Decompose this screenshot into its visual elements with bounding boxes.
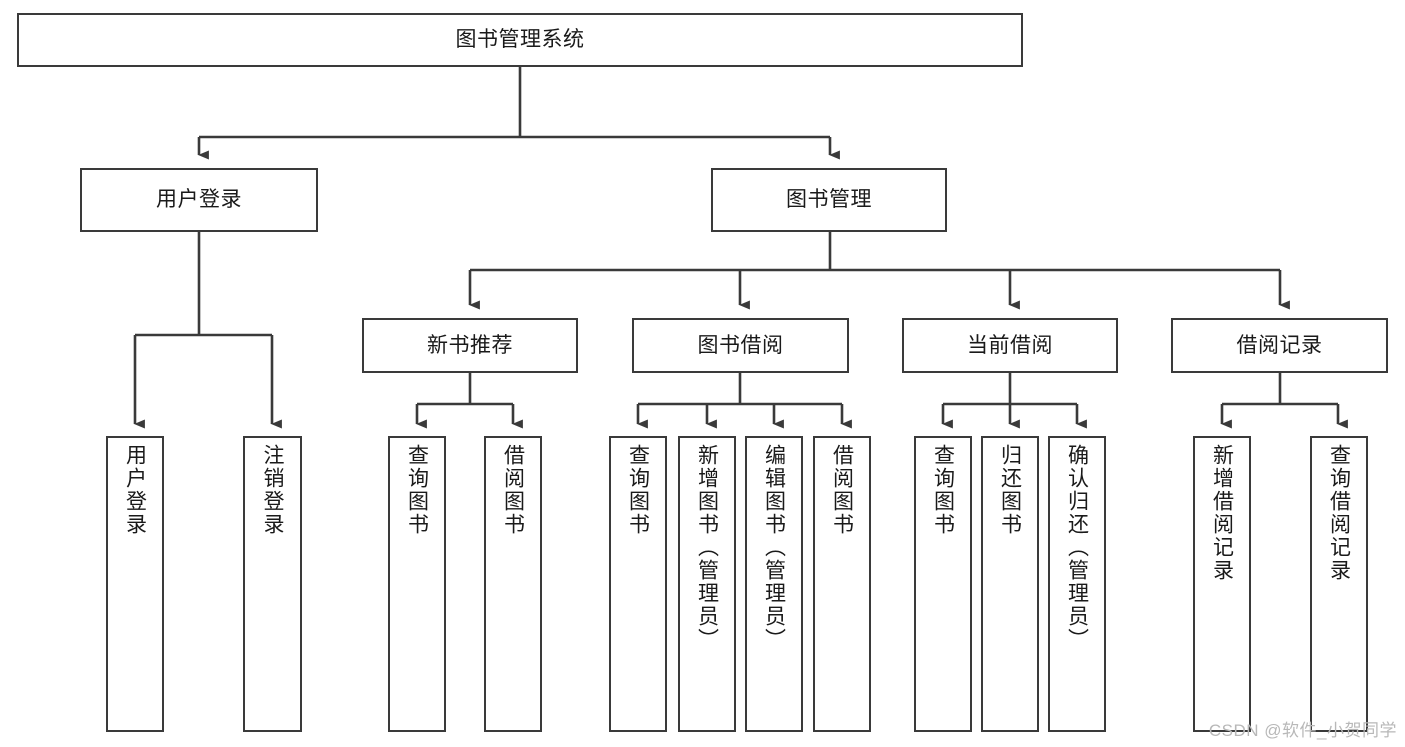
node-leaf-add-borrow-record[interactable]: 新增借阅记录: [1193, 436, 1251, 732]
node-leaf-query-book-borrow[interactable]: 查询图书: [609, 436, 667, 732]
node-label: 查询图书: [405, 444, 429, 536]
node-leaf-borrow-book[interactable]: 借阅图书: [813, 436, 871, 732]
node-label: 查询借阅记录: [1327, 444, 1351, 582]
node-leaf-return-book[interactable]: 归还图书: [981, 436, 1039, 732]
node-book-management[interactable]: 图书管理: [711, 168, 947, 232]
node-label: 借阅记录: [1236, 333, 1323, 357]
node-label: 新增借阅记录: [1210, 444, 1234, 582]
node-label: 查询图书: [626, 444, 650, 536]
node-label: 借阅图书: [830, 444, 854, 536]
node-new-book-recommend[interactable]: 新书推荐: [362, 318, 578, 373]
node-leaf-edit-book[interactable]: 编辑图书（管理员）: [745, 436, 803, 732]
node-user-login[interactable]: 用户登录: [80, 168, 318, 232]
node-book-borrow[interactable]: 图书借阅: [632, 318, 849, 373]
node-label: 查询图书: [931, 444, 955, 536]
node-current-borrow[interactable]: 当前借阅: [902, 318, 1118, 373]
node-label: 图书管理系统: [455, 28, 585, 52]
node-label: 图书管理: [786, 188, 872, 212]
node-leaf-confirm-return[interactable]: 确认归还（管理员）: [1048, 436, 1106, 732]
node-label: 注销登录: [261, 444, 285, 536]
node-root-system[interactable]: 图书管理系统: [17, 13, 1023, 67]
node-leaf-borrow-book-recommend[interactable]: 借阅图书: [484, 436, 542, 732]
node-label: 新书推荐: [427, 333, 513, 357]
node-leaf-query-borrow-record[interactable]: 查询借阅记录: [1310, 436, 1368, 732]
watermark-text: CSDN @软件_小贺同学: [1208, 721, 1397, 740]
node-label: 图书借阅: [697, 333, 784, 357]
node-label: 当前借阅: [967, 333, 1053, 357]
node-label: 归还图书: [998, 444, 1022, 536]
node-leaf-query-book-current[interactable]: 查询图书: [914, 436, 972, 732]
node-label: 确认归还（管理员）: [1065, 444, 1089, 651]
node-borrow-record[interactable]: 借阅记录: [1171, 318, 1388, 373]
node-leaf-user-login[interactable]: 用户登录: [106, 436, 164, 732]
node-label: 新增图书（管理员）: [695, 444, 719, 651]
node-label: 借阅图书: [501, 444, 525, 536]
node-label: 编辑图书（管理员）: [762, 444, 786, 651]
node-leaf-logout-login[interactable]: 注销登录: [243, 436, 302, 732]
node-leaf-query-book-recommend[interactable]: 查询图书: [388, 436, 446, 732]
node-label: 用户登录: [123, 444, 147, 536]
node-label: 用户登录: [156, 188, 242, 212]
node-leaf-add-book[interactable]: 新增图书（管理员）: [678, 436, 736, 732]
